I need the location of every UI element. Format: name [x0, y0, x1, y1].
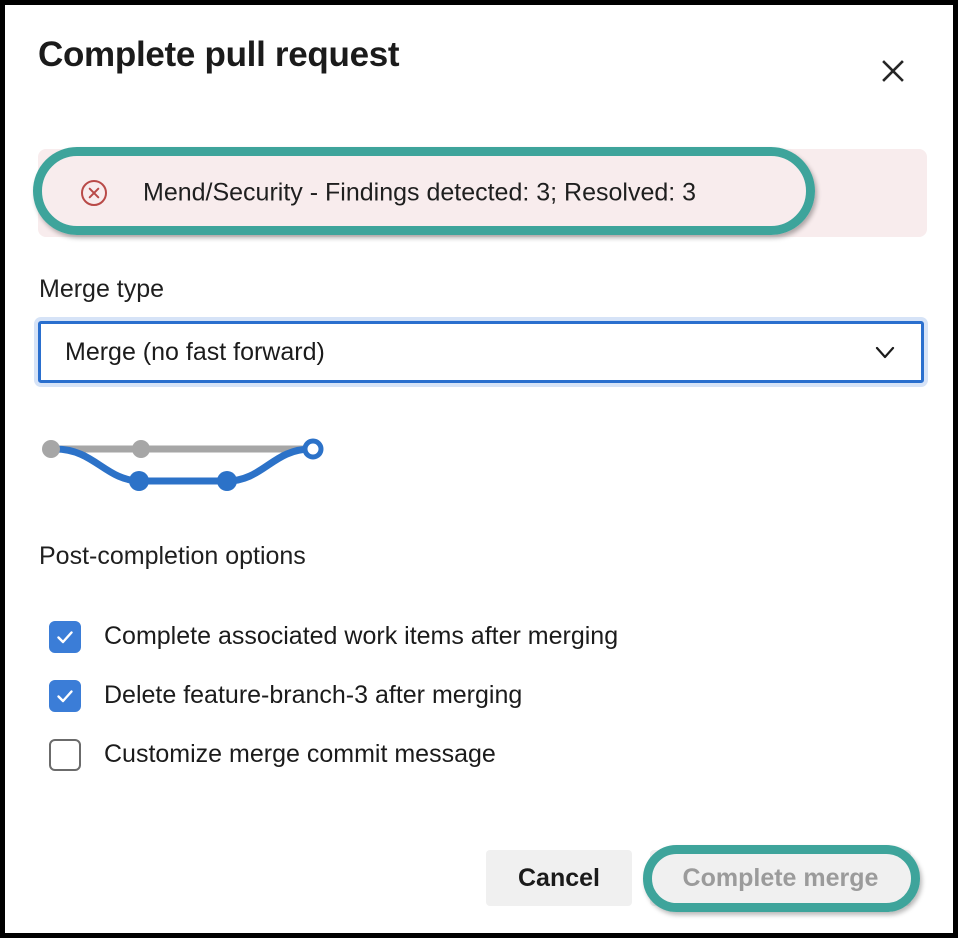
check-icon — [57, 630, 73, 643]
chevron-down-icon — [871, 338, 899, 366]
complete-pull-request-dialog: Complete pull request Mend/Security - Fi… — [5, 5, 953, 933]
option-delete-branch[interactable]: Delete feature-branch-3 after merging — [49, 666, 889, 725]
merge-type-value: Merge (no fast forward) — [65, 337, 325, 366]
checkbox-complete-work-items[interactable] — [49, 620, 81, 653]
checkbox-customize-commit-message[interactable] — [49, 738, 81, 771]
cancel-button[interactable]: Cancel — [486, 850, 632, 906]
policy-alert-text: Mend/Security - Findings detected: 3; Re… — [143, 178, 697, 207]
option-complete-work-items[interactable]: Complete associated work items after mer… — [49, 607, 889, 666]
check-icon — [57, 689, 73, 702]
merge-type-select[interactable]: Merge (no fast forward) — [38, 321, 924, 383]
close-icon — [878, 56, 908, 86]
option-customize-commit-message[interactable]: Customize merge commit message — [49, 725, 889, 784]
option-label: Customize merge commit message — [104, 740, 496, 768]
error-circle-x-icon — [80, 179, 108, 207]
policy-alert-banner: Mend/Security - Findings detected: 3; Re… — [38, 149, 927, 237]
close-button[interactable] — [873, 51, 913, 91]
post-completion-options: Complete associated work items after mer… — [49, 607, 889, 784]
post-completion-title: Post-completion options — [39, 542, 306, 570]
option-label: Delete feature-branch-3 after merging — [104, 681, 523, 709]
merge-type-label: Merge type — [39, 275, 165, 303]
option-label: Complete associated work items after mer… — [104, 622, 619, 650]
complete-merge-button[interactable]: Complete merge — [650, 850, 911, 906]
merge-graph-diagram — [35, 430, 335, 500]
page-title: Complete pull request — [38, 35, 400, 74]
checkbox-delete-branch[interactable] — [49, 679, 81, 712]
